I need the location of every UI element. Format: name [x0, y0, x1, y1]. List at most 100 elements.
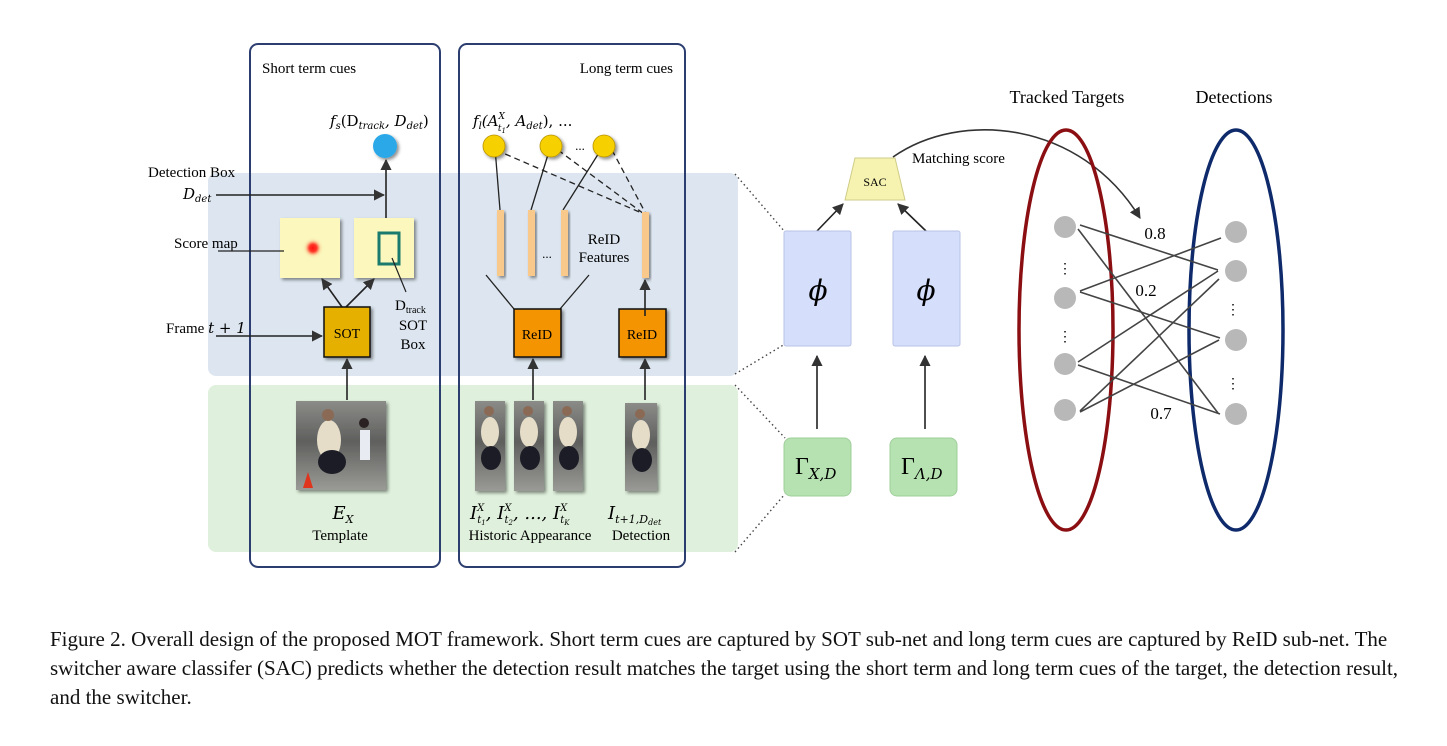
tracked-vdots-2: ⋮: [1058, 330, 1072, 345]
edge: [1079, 339, 1220, 413]
detection-node-2: [1225, 260, 1247, 282]
detection-node-4: [1225, 403, 1247, 425]
edge: [1079, 224, 1219, 271]
dtrack-label: Dtrack: [395, 298, 426, 316]
phi-right-label: ϕ: [916, 274, 935, 307]
edge: [1079, 278, 1220, 412]
detection-vdots-2: ⋮: [1226, 377, 1240, 392]
template-label: Template: [312, 528, 368, 544]
tracked-vdots-1: ⋮: [1058, 262, 1072, 277]
tracked-node-4: [1054, 399, 1076, 421]
gamma-ld-block: [889, 437, 958, 497]
historic-image-1: [475, 401, 505, 491]
nodes-ellipsis: ...: [575, 138, 585, 153]
reid-fanout-left: [485, 274, 515, 310]
detection-box-label: Detection Box: [148, 165, 236, 181]
tracked-node-2: [1054, 287, 1076, 309]
tracked-node-1: [1054, 216, 1076, 238]
sot-to-score-map-arrow: [321, 278, 343, 308]
edge: [1077, 270, 1219, 363]
link-solid-1: [494, 147, 501, 211]
sot-box-label-1: SOT: [399, 318, 427, 334]
gamma-ld-label: ΓΛ,D: [901, 454, 943, 483]
link-dashed-2: [557, 149, 645, 215]
reid-block-detection: [618, 308, 667, 358]
detection-math: It+1,Ddet: [607, 503, 662, 527]
reid-features-label-1: ReID: [588, 232, 621, 248]
short-term-panel: [249, 43, 441, 568]
long-term-score-node-3: [592, 134, 616, 158]
mot-framework-diagram: Short term cues Long term cues fs(Dtrack…: [148, 43, 1285, 568]
figure-caption: Figure 2. Overall design of the proposed…: [50, 627, 1399, 709]
sot-label: SOT: [334, 327, 361, 342]
score-map-peak: [302, 237, 324, 259]
historic-image-3: [553, 401, 583, 491]
detection-label: Detection: [612, 528, 671, 544]
phi-block-right: [892, 230, 961, 347]
reid-feature-3: [561, 210, 568, 276]
score-label-2: 0.2: [1135, 281, 1156, 300]
zoom-line-2: [734, 343, 786, 375]
edge: [1079, 237, 1222, 292]
phi-right-to-sac-arrow: [897, 203, 927, 232]
edge: [1077, 364, 1221, 415]
gamma-xd-block: [783, 437, 852, 497]
reid-features-label-2: Features: [579, 250, 630, 266]
reid-feature-detection: [642, 212, 649, 278]
sac-block: [844, 157, 906, 201]
detection-node-3: [1225, 329, 1247, 351]
score-map-label: Score map: [174, 236, 238, 252]
score-label-1: 0.8: [1144, 224, 1165, 243]
dtrack-pointer: [391, 257, 407, 293]
d-det-label: Ddet: [182, 185, 212, 205]
score-map-right: [354, 218, 414, 278]
score-label-3: 0.7: [1150, 404, 1172, 423]
tracked-box-icon: [377, 231, 401, 266]
reid-label-detection: ReID: [627, 328, 657, 343]
template-image: [296, 401, 386, 490]
tracked-targets-title: Tracked Targets: [1010, 87, 1125, 107]
edge: [1077, 228, 1219, 414]
frame-label: Frame t + 1: [166, 319, 246, 337]
detection-image: [625, 403, 657, 491]
zoom-line-1: [734, 173, 786, 233]
matching-score-label: Matching score: [912, 151, 1005, 167]
sot-box-label-2: Box: [400, 337, 426, 353]
matching-score-arrow: [892, 129, 1141, 219]
matching-edges: [1077, 224, 1222, 415]
reid-fanout-right: [559, 274, 590, 310]
long-term-panel: [458, 43, 686, 568]
sot-to-track-box-arrow: [345, 278, 375, 308]
historic-label: Historic Appearance: [469, 528, 592, 544]
reid-label-historic: ReID: [522, 328, 552, 343]
zoom-line-4: [734, 493, 786, 553]
tracked-targets-ellipse: [1017, 128, 1115, 532]
long-term-score-node-2: [539, 134, 563, 158]
reid-feature-1: [497, 210, 504, 276]
template-math: EX: [332, 503, 355, 526]
phi-block-left: [783, 230, 852, 347]
historic-image-2: [514, 401, 544, 491]
gamma-xd-label: ΓX,D: [795, 454, 836, 483]
reid-block-historic: [513, 308, 562, 358]
phi-left-label: ϕ: [808, 274, 827, 307]
sac-label: SAC: [863, 175, 886, 189]
long-term-score-node-1: [482, 134, 506, 158]
long-term-title: Long term cues: [580, 61, 673, 77]
zoom-line-3: [734, 384, 786, 439]
fs-formula: fs(Dtrack, Ddet): [329, 112, 429, 132]
link-solid-3: [562, 147, 603, 211]
detection-node-1: [1225, 221, 1247, 243]
detections-title: Detections: [1196, 87, 1273, 107]
short-term-title: Short term cues: [262, 61, 356, 77]
link-dashed-3: [611, 149, 647, 215]
detection-vdots-1: ⋮: [1226, 303, 1240, 318]
sot-block: [323, 306, 371, 358]
features-ellipsis: ...: [542, 246, 552, 261]
phi-left-to-sac-arrow: [816, 203, 844, 232]
link-dashed-1: [495, 149, 645, 215]
detections-ellipse: [1187, 128, 1285, 532]
tracked-node-3: [1054, 353, 1076, 375]
